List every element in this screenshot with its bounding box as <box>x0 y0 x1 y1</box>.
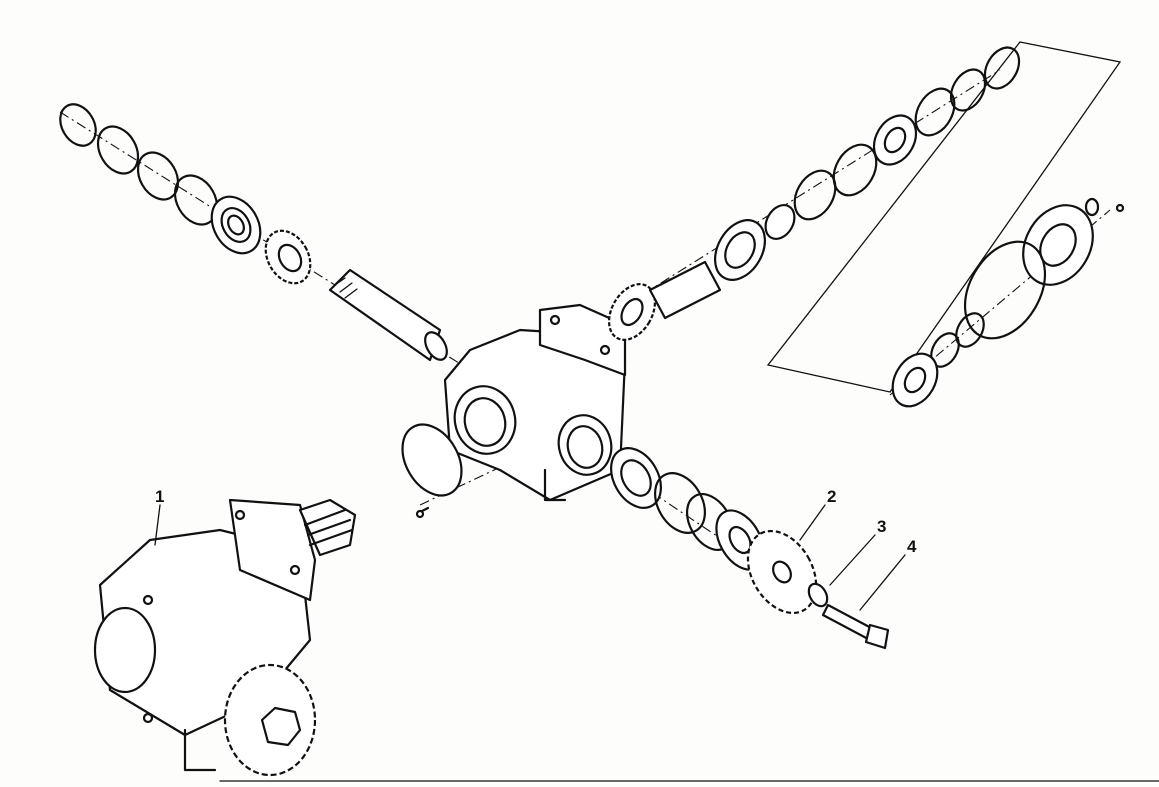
oil-seal <box>1022 204 1094 286</box>
washer-part-3 <box>807 582 829 608</box>
side-cover <box>93 606 157 694</box>
circlip-ring <box>793 169 837 221</box>
needle-bearing <box>891 352 939 408</box>
right-shaft-group <box>607 46 1021 341</box>
cover-plate <box>401 423 463 497</box>
circlip-ring <box>983 46 1021 90</box>
shim-ring <box>173 174 219 226</box>
assembled-sprocket <box>223 663 317 777</box>
central-housing <box>401 303 627 519</box>
sprocket-part-2 <box>746 529 818 615</box>
callout-2: 2 <box>827 487 836 506</box>
callout-4: 4 <box>907 537 917 556</box>
ball-bearing <box>210 195 262 255</box>
bolt-part-4 <box>821 603 890 650</box>
lower-right-parts <box>610 447 890 650</box>
shim-ring <box>654 472 706 534</box>
bevel-gear-left <box>264 229 312 285</box>
left-shaft-group <box>59 103 448 362</box>
callout-1: 1 <box>155 487 164 506</box>
large-circlip <box>963 240 1047 340</box>
callout-leaders <box>154 504 906 611</box>
ball-bearing <box>610 447 662 509</box>
assembled-gearbox-part-1 <box>93 498 357 777</box>
shim-ring <box>832 143 878 197</box>
splined-shaft-right <box>648 260 722 320</box>
circlip-ring <box>59 103 97 147</box>
shim-ring <box>96 125 140 175</box>
spacer-ring <box>764 204 796 240</box>
callout-3: 3 <box>877 517 886 536</box>
bevel-gear-right <box>607 283 657 341</box>
shim-ring <box>914 87 956 137</box>
circlip-ring <box>136 151 180 201</box>
splined-shaft-left <box>328 268 448 362</box>
needle-bearing <box>872 114 918 166</box>
panel-outline <box>766 41 1122 393</box>
circlip-ring <box>955 312 985 348</box>
circlip-ring <box>949 68 987 112</box>
ball-bearing <box>714 219 766 281</box>
alternative-parts-panel <box>766 41 1125 408</box>
